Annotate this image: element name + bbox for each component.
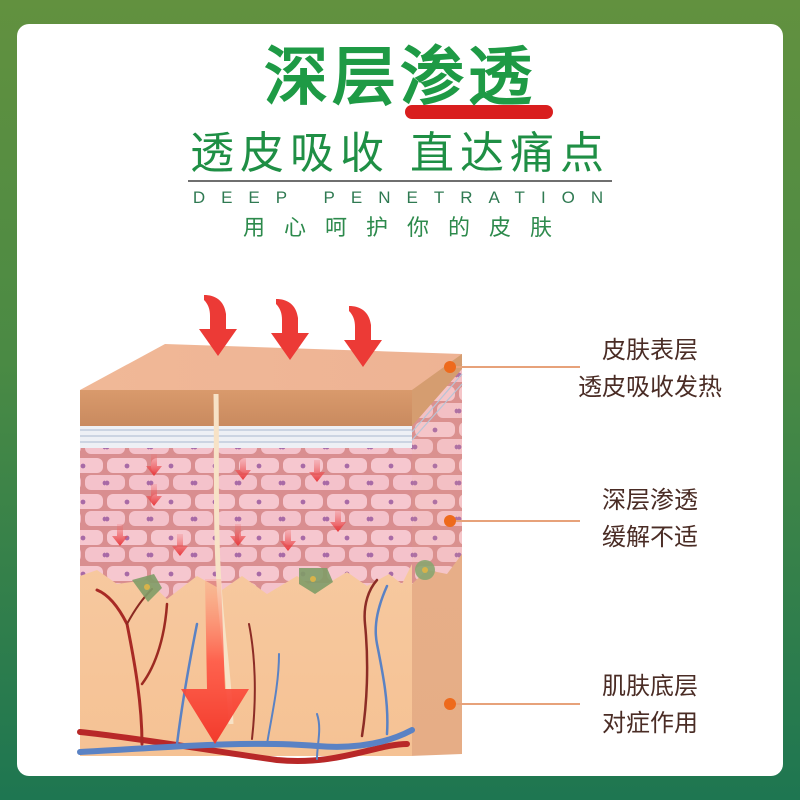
layer-effect: 透皮吸收发热 [578,373,722,401]
layer-name: 深层渗透 [602,486,698,514]
callout-label: 深层渗透 缓解不适 [560,482,740,556]
layer-name: 皮肤表层 [602,336,698,364]
down-arrow-icon [199,295,237,356]
callout-dot-icon [444,361,456,373]
callout-dot-icon [444,515,456,527]
callout-label: 肌肤底层 对症作用 [560,668,740,742]
layer-effect: 对症作用 [602,709,698,737]
layer-name: 肌肤底层 [602,672,698,700]
layer-effect: 缓解不适 [602,523,698,551]
down-arrow-icon [271,299,309,360]
english-subtitle: DEEP PENETRATION [192,188,620,207]
deep-penetration-arrow-icon [181,579,249,744]
divider [188,180,612,182]
product-card: 深层渗透 透皮吸收 直达痛点 DEEP PENETRATION 用心呵护你的皮肤 [17,24,783,776]
penetration-arrows [199,295,382,367]
page-title: 深层渗透 [264,41,536,115]
down-arrow-icon [344,306,382,367]
title-highlight-underline [405,105,553,119]
callout-line [450,366,580,368]
tagline: 用心呵护你的皮肤 [242,216,571,241]
callout-label: 皮肤表层 透皮吸收发热 [560,332,740,406]
callout-dot-icon [444,698,456,710]
subtitle: 透皮吸收 直达痛点 [190,128,610,179]
callout-line [450,520,580,522]
callout-line [450,703,580,705]
